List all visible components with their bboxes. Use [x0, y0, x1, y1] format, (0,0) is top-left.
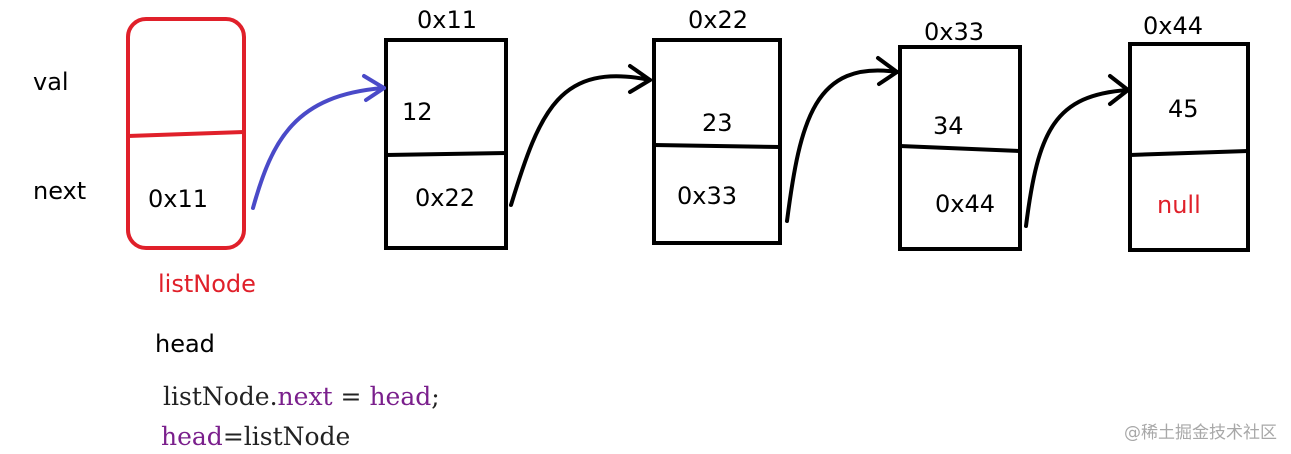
row-label-val: val	[33, 68, 69, 96]
node-val-1: 12	[402, 98, 433, 126]
node-next-1: 0x22	[415, 184, 476, 212]
arrow-node3-to-node4	[1024, 74, 1130, 228]
code-var-2: head	[161, 422, 223, 451]
code-line-1: listNode.next = head;	[163, 384, 440, 409]
code-line-2: head=listNode	[161, 424, 350, 449]
code-field: next	[277, 382, 333, 411]
node-address-1: 0x11	[417, 6, 478, 34]
row-label-next: next	[33, 177, 87, 205]
code-op: =	[332, 382, 370, 411]
node-box-4	[1128, 42, 1250, 252]
arrow-node2-to-node3	[785, 56, 899, 223]
head-label: head	[155, 330, 215, 358]
node-val-2: 23	[702, 109, 733, 137]
watermark: @稀土掘金技术社区	[1124, 423, 1277, 443]
listnode-box	[126, 17, 246, 250]
node-address-3: 0x33	[924, 18, 985, 46]
arrow-listnode-to-node1	[251, 74, 386, 210]
node-box-3	[898, 45, 1022, 251]
code-obj: listNode.	[163, 382, 278, 411]
node-val-4: 45	[1168, 95, 1199, 123]
listnode-label: listNode	[158, 270, 256, 298]
node-box-2	[652, 38, 782, 245]
code-var: head	[369, 382, 432, 411]
arrow-node1-to-node2	[509, 64, 652, 207]
node-box-1	[384, 38, 508, 250]
node-next-4: null	[1157, 191, 1201, 219]
node-address-2: 0x22	[688, 6, 749, 34]
node-next-2: 0x33	[677, 182, 738, 210]
node-next-3: 0x44	[935, 190, 996, 218]
node-address-4: 0x44	[1143, 12, 1204, 40]
code-rest-2: =listNode	[222, 422, 351, 451]
code-end: ;	[431, 382, 440, 411]
listnode-next-value: 0x11	[148, 185, 209, 213]
node-val-3: 34	[933, 112, 964, 140]
